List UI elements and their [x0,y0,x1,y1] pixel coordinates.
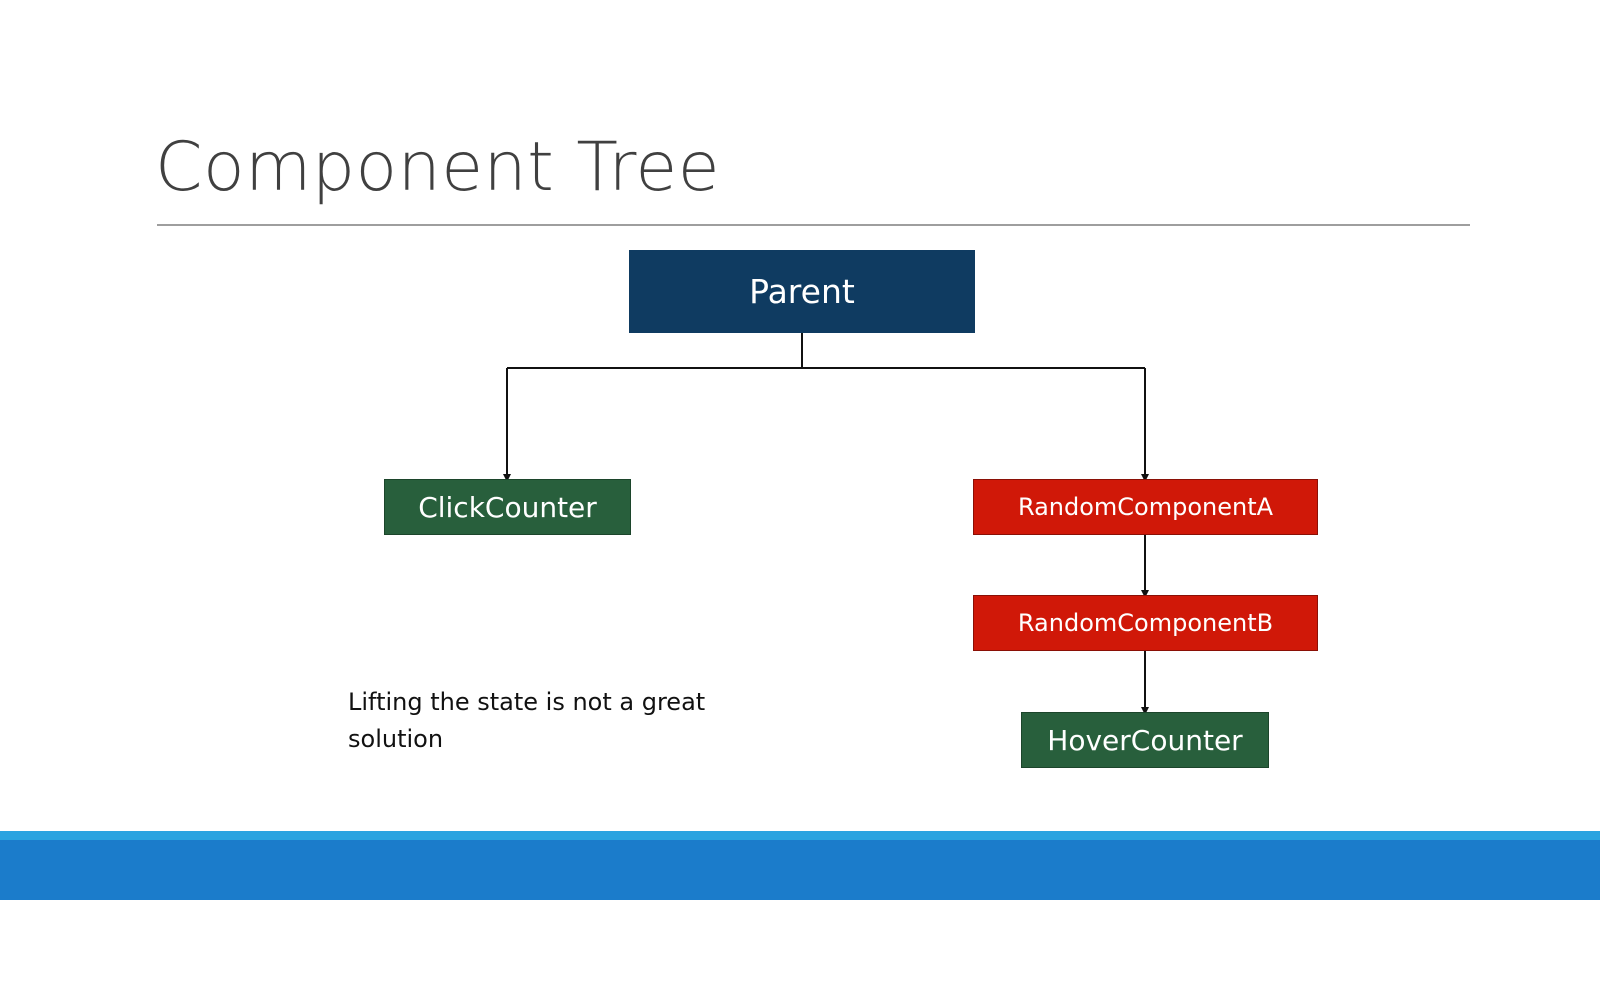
footer-accent-stripe [0,831,1600,840]
node-hovercounter: HoverCounter [1021,712,1269,768]
slide-title: Component Tree [155,128,721,207]
note-text: Lifting the state is not a great solutio… [348,688,706,753]
node-clickcounter: ClickCounter [384,479,631,535]
footer-bar [0,840,1600,900]
node-randomcomponenta: RandomComponentA [973,479,1318,535]
title-divider [157,224,1470,226]
node-randomcomponentb: RandomComponentB [973,595,1318,651]
node-parent: Parent [629,250,975,333]
